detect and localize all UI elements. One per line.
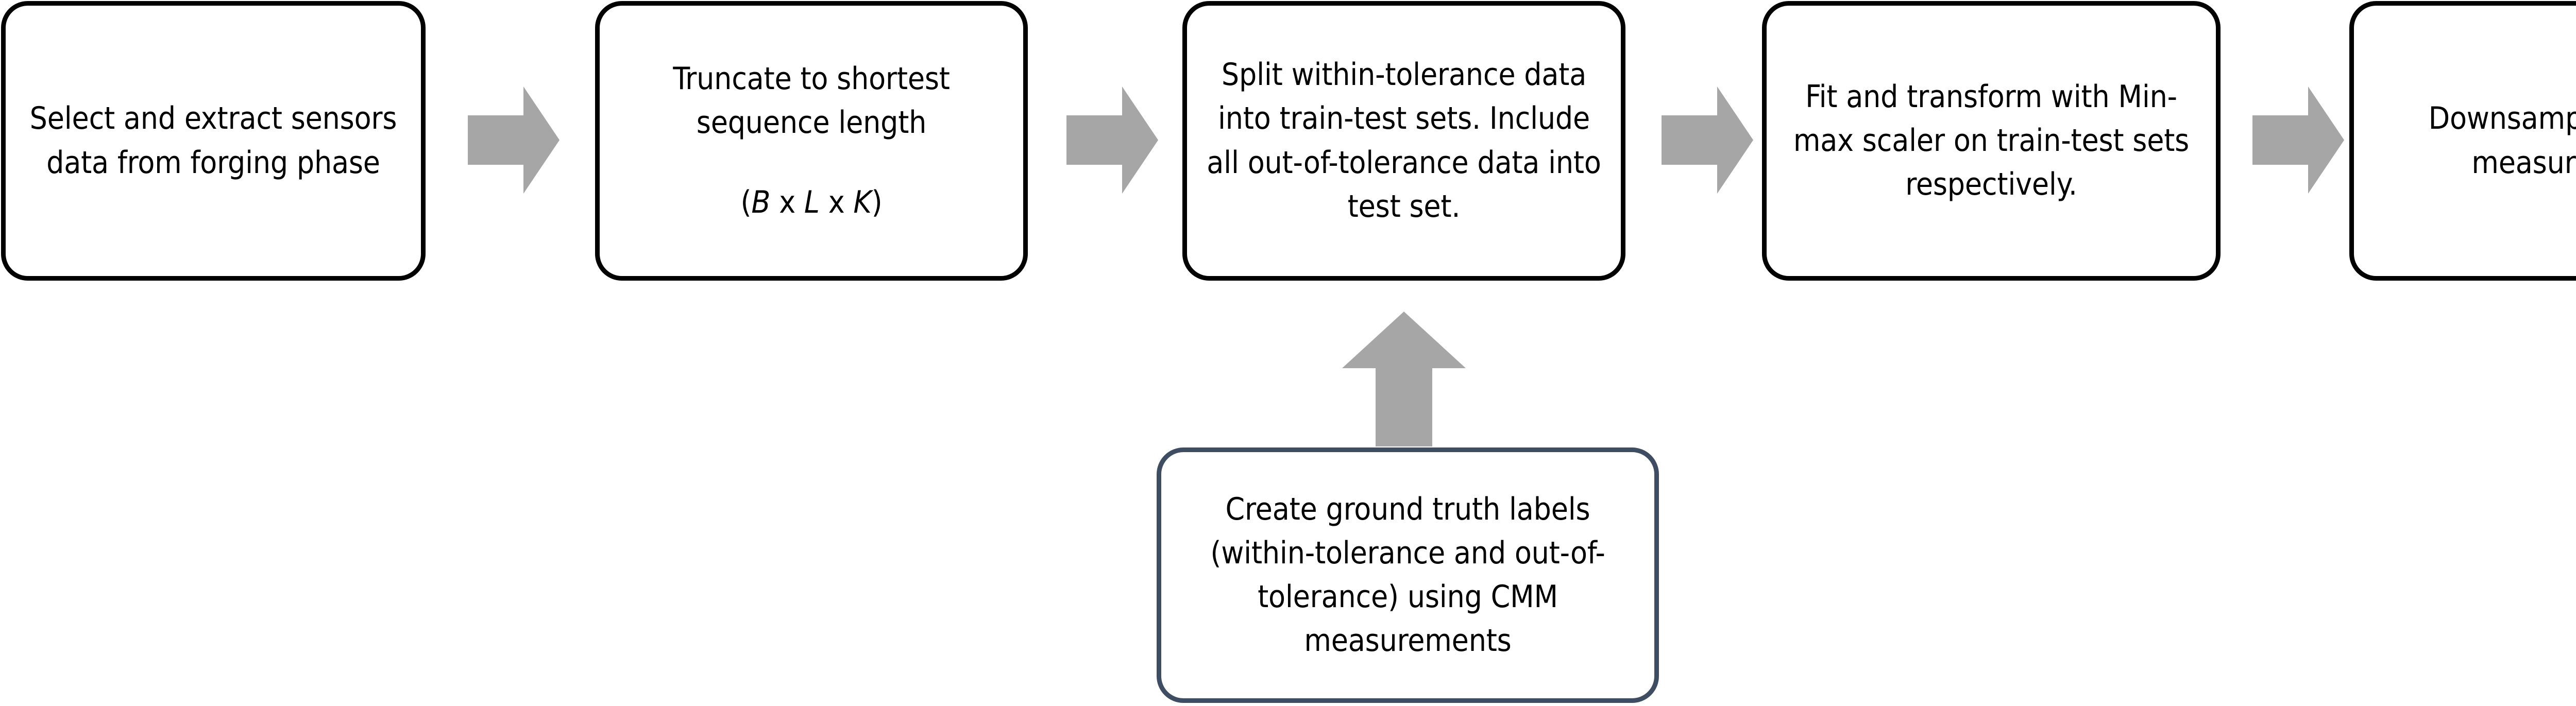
arrow-right-icon-step4-step5 <box>2252 87 2344 194</box>
dimensions-formula: (B x L x K) <box>617 181 1006 225</box>
arrow-right-icon-step1-step2 <box>468 87 560 194</box>
paren-close: ) <box>871 184 883 220</box>
process-box-label: Split within-tolerance data into train-t… <box>1207 57 1601 225</box>
process-box-downsample-sensors[interactable]: Downsample sensors measurements <box>2349 1 2576 281</box>
process-box-label: Fit and transform with Min-max scaler on… <box>1793 78 2190 203</box>
process-box-label: Downsample sensors measurements <box>2428 100 2576 181</box>
process-box-split-train-test[interactable]: Split within-tolerance data into train-t… <box>1182 1 1625 281</box>
dim-k: K <box>853 184 872 220</box>
arrow-right-icon-step2-step3 <box>1066 87 1158 194</box>
process-box-minmax-scaler[interactable]: Fit and transform with Min-max scaler on… <box>1762 1 2221 281</box>
arrow-right-icon-step3-step4 <box>1662 87 1753 194</box>
dim-b: B <box>751 184 771 220</box>
process-box-label: Create ground truth labels (within-toler… <box>1210 491 1605 659</box>
process-box-truncate-sequence[interactable]: Truncate to shortest sequence length (B … <box>595 1 1028 281</box>
arrow-up-icon-labels-to-split <box>1342 312 1466 446</box>
paren-open: ( <box>740 184 752 220</box>
process-box-label: Truncate to shortest sequence length <box>673 61 950 141</box>
process-box-select-extract-sensors[interactable]: Select and extract sensors data from for… <box>1 1 426 281</box>
process-box-label: Select and extract sensors data from for… <box>29 100 397 181</box>
dim-l: L <box>804 184 820 220</box>
process-box-label-group: Truncate to shortest sequence length (B … <box>600 13 1023 268</box>
dim-sep-1: x <box>770 184 804 220</box>
process-box-create-ground-truth-labels[interactable]: Create ground truth labels (within-toler… <box>1157 447 1659 703</box>
dim-sep-2: x <box>819 184 854 220</box>
